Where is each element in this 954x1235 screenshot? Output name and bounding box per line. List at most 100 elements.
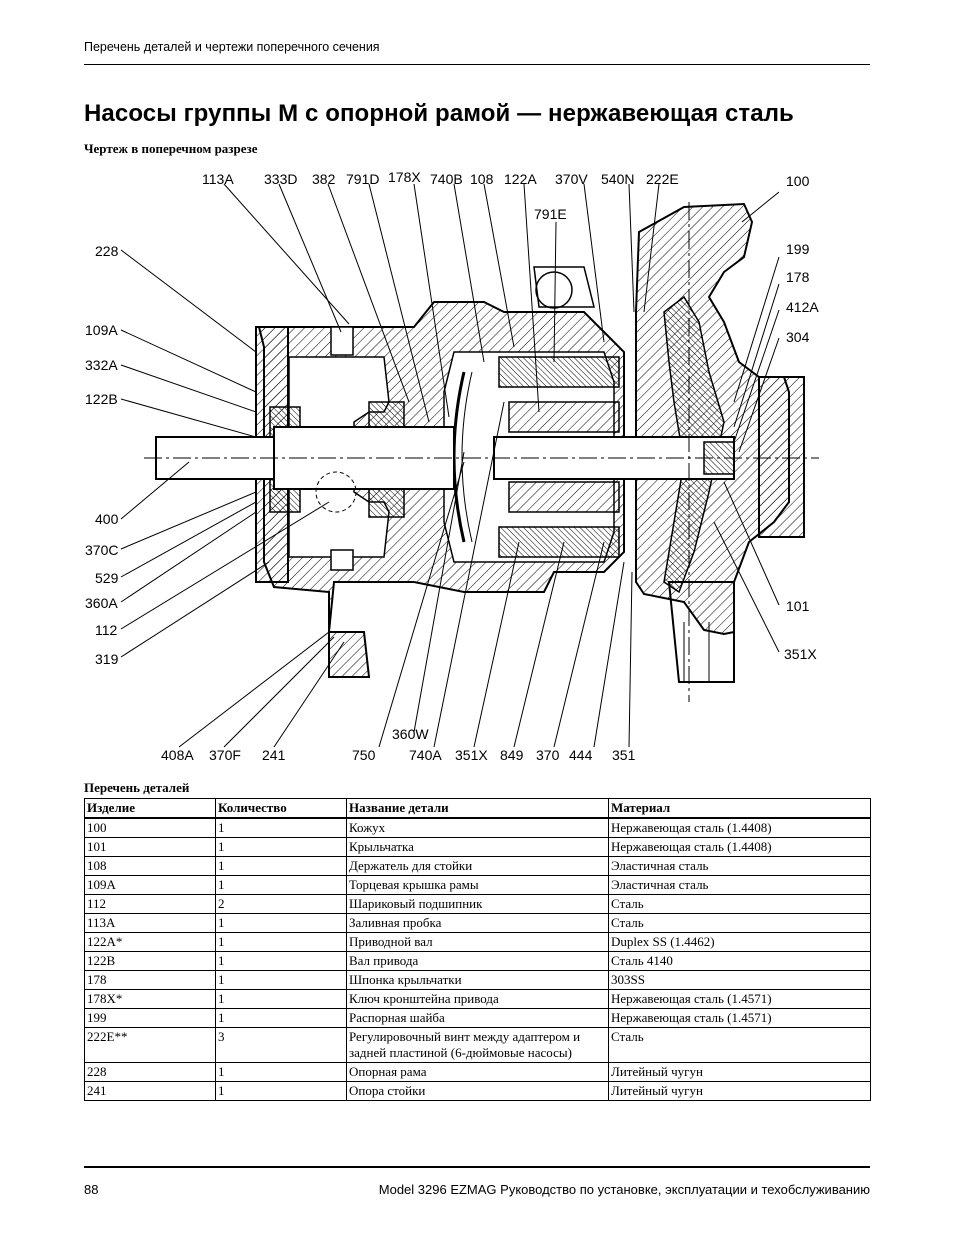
cell-item: 122B bbox=[84, 951, 216, 971]
callout-400: 400 bbox=[95, 511, 119, 527]
callout-412A: 412A bbox=[786, 299, 819, 315]
cell-part-name: Регулировочный винт между адаптером и за… bbox=[346, 1027, 609, 1063]
cell-item: 112 bbox=[84, 894, 216, 914]
cell-part-name: Вал привода bbox=[346, 951, 609, 971]
callout-444: 444 bbox=[569, 747, 593, 763]
callout-360W: 360W bbox=[392, 726, 429, 742]
cell-item: 100 bbox=[84, 817, 216, 838]
callout-351X-right: 351X bbox=[784, 646, 817, 662]
cell-part-name: Заливная пробка bbox=[346, 913, 609, 933]
oil-port-shape bbox=[315, 471, 357, 513]
column-header-part-name: Название детали bbox=[346, 798, 609, 819]
cell-quantity: 1 bbox=[215, 1062, 347, 1082]
callout-222E: 222E bbox=[646, 171, 679, 187]
cell-material: Эластичная сталь bbox=[608, 856, 871, 876]
cell-quantity: 1 bbox=[215, 932, 347, 952]
cross-section-drawing: 113A 333D 382 791D 178X 740B 108 122A 37… bbox=[84, 162, 870, 774]
column-header-material: Материал bbox=[608, 798, 871, 819]
callout-351X-bottom: 351X bbox=[455, 747, 488, 763]
callout-740A: 740A bbox=[409, 747, 442, 763]
cell-item: 199 bbox=[84, 1008, 216, 1028]
cell-quantity: 1 bbox=[215, 989, 347, 1009]
cell-item: 108 bbox=[84, 856, 216, 876]
callout-108: 108 bbox=[470, 171, 494, 187]
cell-part-name: Крыльчатка bbox=[346, 837, 609, 857]
callout-370C: 370C bbox=[85, 542, 118, 558]
cell-part-name: Шариковый подшипник bbox=[346, 894, 609, 914]
cell-material: Сталь bbox=[608, 913, 871, 933]
cell-quantity: 1 bbox=[215, 1081, 347, 1101]
cell-item: 178 bbox=[84, 970, 216, 990]
cell-item: 109A bbox=[84, 875, 216, 895]
callout-351: 351 bbox=[612, 747, 636, 763]
page-number: 88 bbox=[84, 1182, 99, 1197]
callout-100: 100 bbox=[786, 173, 810, 189]
callout-791D: 791D bbox=[346, 171, 379, 187]
section-title-drawing: Чертеж в поперечном разрезе bbox=[84, 141, 258, 156]
cell-material: Нержавеющая сталь (1.4408) bbox=[608, 837, 871, 857]
cell-quantity: 1 bbox=[215, 875, 347, 895]
cell-item: 113A bbox=[84, 913, 216, 933]
fill-plug-shape bbox=[330, 326, 354, 356]
cell-material: Нержавеющая сталь (1.4571) bbox=[608, 989, 871, 1009]
callout-122B: 122B bbox=[85, 391, 118, 407]
callout-750: 750 bbox=[352, 747, 376, 763]
cell-item: 178X* bbox=[84, 989, 216, 1009]
callout-178X: 178X bbox=[388, 169, 421, 185]
cell-part-name: Ключ кронштейна привода bbox=[346, 989, 609, 1009]
cell-part-name: Шпонка крыльчатки bbox=[346, 970, 609, 990]
callout-382: 382 bbox=[312, 171, 336, 187]
cell-part-name: Приводной вал bbox=[346, 932, 609, 952]
callout-241: 241 bbox=[262, 747, 286, 763]
callout-122A: 122A bbox=[504, 171, 537, 187]
cell-quantity: 1 bbox=[215, 970, 347, 990]
callout-178: 178 bbox=[786, 269, 810, 285]
cell-part-name: Опорная рама bbox=[346, 1062, 609, 1082]
parts-table: Изделие Количество Название детали Матер… bbox=[84, 798, 871, 1101]
magnet-assembly-shape bbox=[452, 356, 620, 558]
cell-quantity: 1 bbox=[215, 913, 347, 933]
cell-material: Нержавеющая сталь (1.4408) bbox=[608, 817, 871, 838]
callout-408A: 408A bbox=[161, 747, 194, 763]
header-divider bbox=[84, 64, 870, 65]
drain-plug-shape bbox=[330, 549, 354, 571]
cell-item: 222E** bbox=[84, 1027, 216, 1063]
callout-791E: 791E bbox=[534, 206, 567, 222]
callout-113A: 113A bbox=[202, 171, 234, 187]
callout-228: 228 bbox=[95, 243, 119, 259]
callout-199: 199 bbox=[786, 241, 810, 257]
cell-quantity: 1 bbox=[215, 817, 347, 838]
callout-370F: 370F bbox=[209, 747, 241, 763]
callout-529: 529 bbox=[95, 570, 119, 586]
cell-material: Сталь 4140 bbox=[608, 951, 871, 971]
footer-divider bbox=[84, 1166, 870, 1168]
cell-material: Сталь bbox=[608, 1027, 871, 1063]
parts-table-header: Изделие Количество Название детали Матер… bbox=[84, 798, 871, 819]
cell-quantity: 1 bbox=[215, 856, 347, 876]
callout-360A: 360A bbox=[85, 595, 118, 611]
cell-quantity: 1 bbox=[215, 1008, 347, 1028]
footer-document-title: Model 3296 EZMAG Руководство по установк… bbox=[378, 1182, 870, 1197]
callout-370V: 370V bbox=[555, 171, 588, 187]
drawing-callouts: 113A 333D 382 791D 178X 740B 108 122A 37… bbox=[85, 169, 819, 763]
cell-material: 303SS bbox=[608, 970, 871, 990]
cell-material: Эластичная сталь bbox=[608, 875, 871, 895]
cell-item: 101 bbox=[84, 837, 216, 857]
cell-part-name: Торцевая крышка рамы bbox=[346, 875, 609, 895]
cell-part-name: Держатель для стойки bbox=[346, 856, 609, 876]
cell-quantity: 1 bbox=[215, 837, 347, 857]
cell-item: 241 bbox=[84, 1081, 216, 1101]
callout-101: 101 bbox=[786, 598, 810, 614]
callout-370: 370 bbox=[536, 747, 560, 763]
cell-quantity: 2 bbox=[215, 894, 347, 914]
cell-quantity: 1 bbox=[215, 951, 347, 971]
